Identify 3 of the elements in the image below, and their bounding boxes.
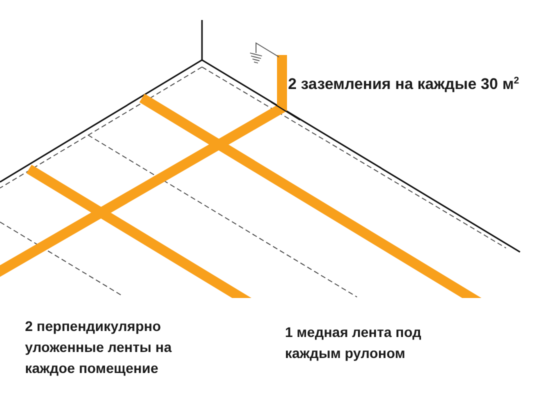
annotation-text: 1 медная лента под каждым рулоном [285, 323, 422, 363]
annotation-text: 2 заземления на каждые 30 м$^{2}$ [288, 75, 520, 94]
annotation-text: 2 перпендикулярно уложенные ленты на каждое помещение [25, 317, 173, 378]
